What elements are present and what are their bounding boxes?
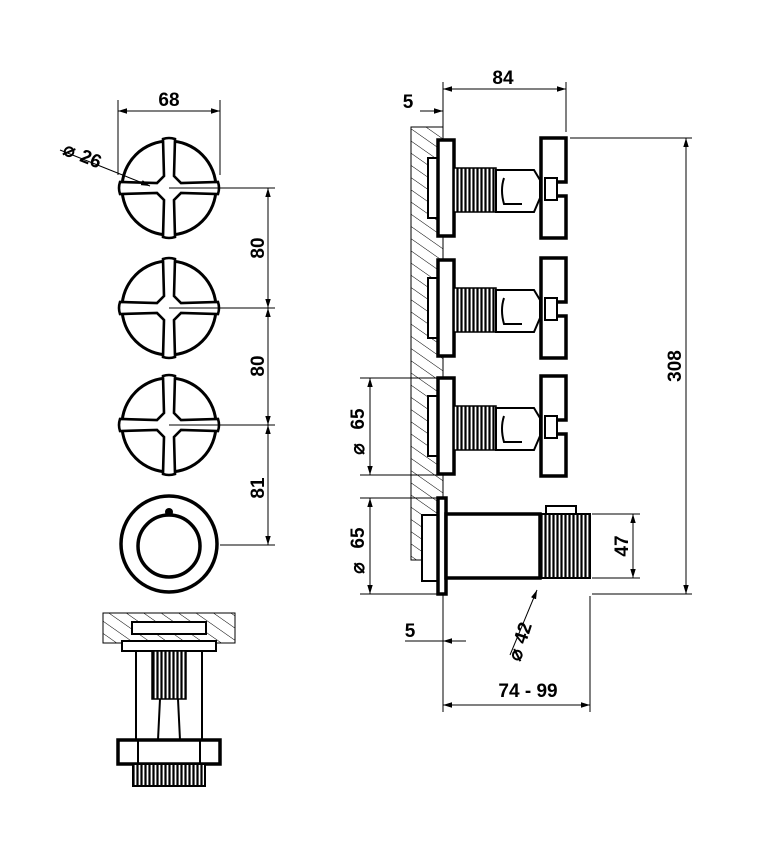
total-height-label: 308 [665, 350, 686, 382]
dimension-wall-bottom: 5 [405, 594, 466, 712]
spout-length-label: 74 - 99 [498, 681, 557, 702]
dimension-spout-diameter: ⌀ 42 [505, 589, 538, 664]
dimension-rosette-1: ⌀ 65 [348, 377, 437, 476]
side-spout [421, 496, 591, 596]
side-valve-3 [427, 374, 568, 478]
front-view: 68 ⌀ 26 80 80 81 [59, 90, 275, 594]
spout-diameter-label: 42 [510, 620, 537, 647]
diameter-symbol: ⌀ [60, 139, 79, 163]
dimension-spout-length: 74 - 99 [443, 596, 591, 712]
dimension-wall-top: 5 [403, 82, 444, 127]
rosette-2-diameter-symbol: ⌀ [348, 562, 369, 574]
dimension-knob-width: 68 [117, 90, 221, 175]
dimension-rosette-2: ⌀ 65 [348, 497, 437, 595]
rosette-2-label: 65 [348, 527, 369, 549]
wall-bottom-label: 5 [405, 621, 416, 642]
knob-diameter-label: 26 [77, 146, 104, 173]
projection-label: 84 [492, 68, 514, 89]
rosette-1-diameter-symbol: ⌀ [348, 443, 369, 455]
rosette-1-label: 65 [348, 408, 369, 430]
knob-width-label: 68 [158, 90, 179, 111]
spacing-3-label: 81 [248, 477, 269, 499]
dimension-spacing: 80 80 81 [169, 187, 275, 546]
side-view: 5 84 308 ⌀ 65 [348, 68, 692, 712]
dimension-total-height: 308 [570, 137, 692, 595]
section-view [102, 612, 236, 787]
side-valve-2 [427, 256, 568, 360]
side-valve-1 [427, 136, 568, 240]
diverter-knob [119, 494, 219, 594]
spacing-2-label: 80 [248, 355, 269, 376]
spacing-1-label: 80 [248, 237, 269, 258]
wall-top-label: 5 [403, 92, 414, 113]
spout-diameter-symbol: ⌀ [505, 646, 529, 664]
dimension-spout-height: 47 [592, 513, 640, 579]
dimension-projection: 84 [443, 68, 567, 132]
spout-height-label: 47 [612, 535, 633, 556]
